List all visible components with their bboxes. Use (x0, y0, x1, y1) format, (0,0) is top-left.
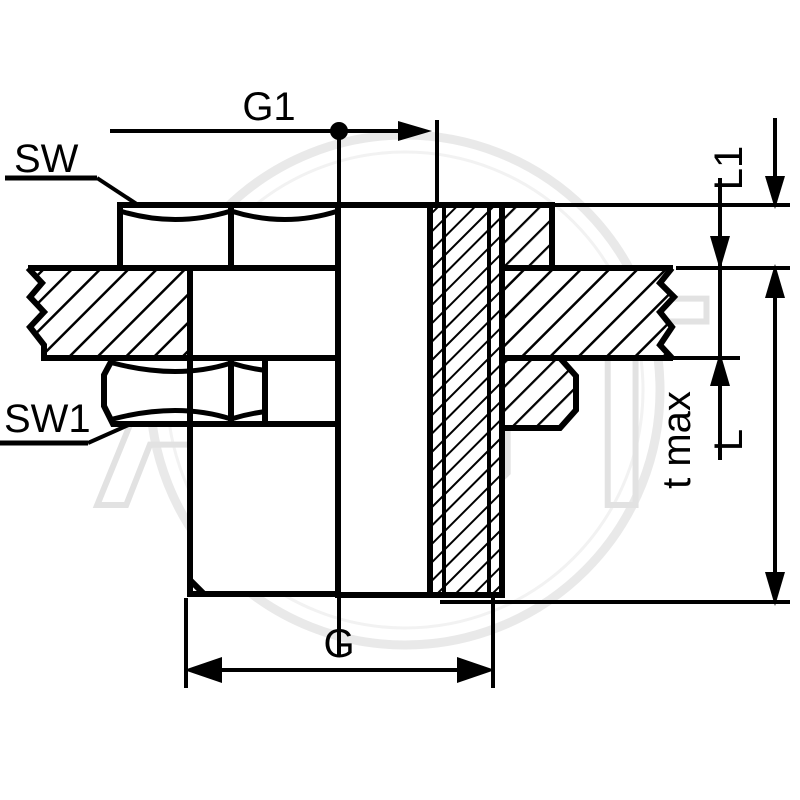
l-arrowhead-top (765, 264, 785, 298)
lower-collar (499, 355, 579, 431)
leader-sw1: SW1 (0, 396, 190, 446)
g-arrowhead-right (457, 657, 495, 683)
label-sw: SW (14, 137, 79, 181)
dimension-g1: G1 (110, 85, 439, 215)
inner-shank (187, 265, 341, 597)
left-panel (25, 265, 200, 361)
upper-collar (499, 202, 555, 271)
label-l1: L1 (707, 146, 751, 191)
label-t-max: t max (655, 391, 699, 489)
upper-hex-nut (117, 202, 341, 271)
body-wall-hatched (427, 202, 505, 598)
dimension-l1: L1 (707, 118, 785, 209)
label-l: L (707, 429, 751, 451)
central-bore (335, 202, 433, 598)
dimension-g: G (184, 598, 495, 688)
lower-hex-nut (101, 355, 341, 427)
right-panel (497, 265, 679, 361)
l-arrowhead-bottom (765, 572, 785, 606)
tmax-arrowhead-top (710, 236, 730, 270)
label-g: G (323, 622, 354, 666)
g-arrowhead-left (184, 657, 222, 683)
dimension-t-max: t max (655, 178, 730, 489)
g1-arrowhead (398, 121, 432, 141)
l1-arrowhead (765, 176, 785, 209)
label-sw1: SW1 (4, 397, 91, 441)
label-g1: G1 (242, 85, 295, 129)
tmax-arrowhead-bottom (710, 352, 730, 386)
extension-lines-right (440, 203, 790, 604)
